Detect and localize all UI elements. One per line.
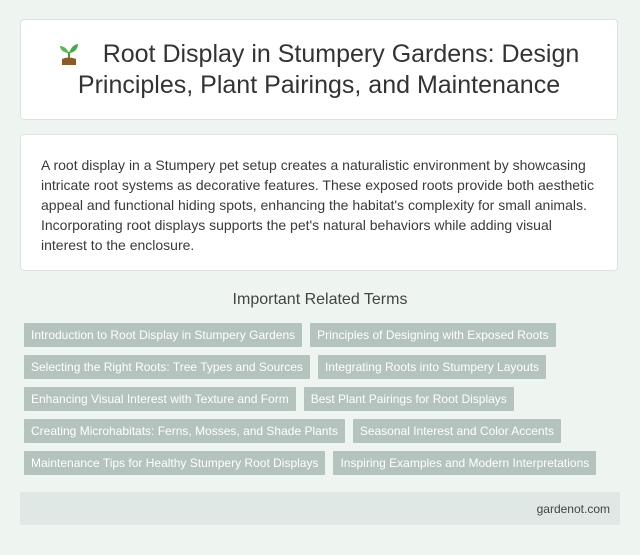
page-title-text: Root Display in Stumpery Gardens: Design… xyxy=(77,39,580,99)
related-term-tag[interactable]: Seasonal Interest and Color Accents xyxy=(352,419,561,443)
tag-row: Maintenance Tips for Healthy Stumpery Ro… xyxy=(24,451,624,475)
related-term-tag[interactable]: Best Plant Pairings for Root Displays xyxy=(303,387,514,411)
related-term-tag[interactable]: Principles of Designing with Exposed Roo… xyxy=(310,323,556,347)
description-text: A root display in a Stumpery pet setup c… xyxy=(41,157,595,253)
tag-row: Selecting the Right Roots: Tree Types an… xyxy=(24,355,624,379)
related-terms-list: Introduction to Root Display in Stumpery… xyxy=(24,323,624,483)
page-title: Root Display in Stumpery Gardens: Design… xyxy=(41,39,597,101)
related-term-tag[interactable]: Creating Microhabitats: Ferns, Mosses, a… xyxy=(24,419,345,443)
footer: gardenot.com xyxy=(20,492,620,525)
footer-site-link[interactable]: gardenot.com xyxy=(536,501,610,516)
related-term-tag[interactable]: Inspiring Examples and Modern Interpreta… xyxy=(333,451,597,475)
description-card: A root display in a Stumpery pet setup c… xyxy=(20,134,618,271)
related-term-tag[interactable]: Integrating Roots into Stumpery Layouts xyxy=(317,355,547,379)
tag-row: Enhancing Visual Interest with Texture a… xyxy=(24,387,624,411)
sprout-icon xyxy=(59,43,78,65)
related-term-tag[interactable]: Maintenance Tips for Healthy Stumpery Ro… xyxy=(24,451,326,475)
title-card: Root Display in Stumpery Gardens: Design… xyxy=(20,19,618,120)
tag-row: Creating Microhabitats: Ferns, Mosses, a… xyxy=(24,419,624,443)
related-term-tag[interactable]: Enhancing Visual Interest with Texture a… xyxy=(24,387,296,411)
related-term-tag[interactable]: Introduction to Root Display in Stumpery… xyxy=(24,323,303,347)
related-term-tag[interactable]: Selecting the Right Roots: Tree Types an… xyxy=(24,355,310,379)
tag-row: Introduction to Root Display in Stumpery… xyxy=(24,323,624,347)
related-terms-heading: Important Related Terms xyxy=(232,291,408,308)
